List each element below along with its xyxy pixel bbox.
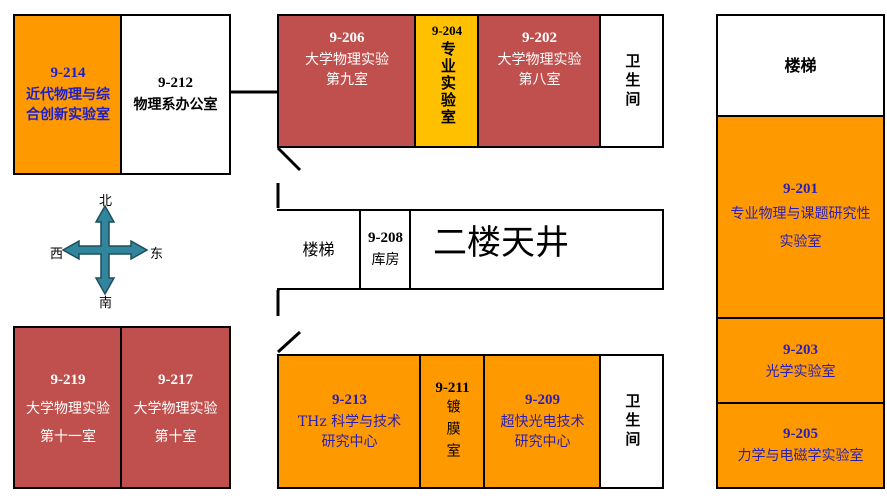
room-9-211: 9-211 镀膜室 bbox=[419, 354, 486, 489]
room-name: 大学物理实验 bbox=[497, 51, 582, 68]
door-swing bbox=[276, 330, 302, 354]
room-name: 二楼天井 bbox=[433, 223, 569, 263]
room-9-206: 9-206 大学物理实验 第九室 bbox=[277, 14, 417, 148]
compass-west: 西 bbox=[50, 247, 64, 262]
room-name: 第十一室 bbox=[40, 428, 96, 445]
room-name: 第九室 bbox=[326, 72, 368, 89]
room-name: 专业实验室 bbox=[438, 40, 457, 126]
compass-north: 北 bbox=[99, 194, 113, 209]
room-name: 研究中心 bbox=[321, 434, 378, 451]
room-name: 大学物理实验 bbox=[305, 51, 389, 68]
stairs-middle: 楼梯 bbox=[277, 209, 362, 290]
room-number: 9-217 bbox=[158, 371, 193, 388]
room-9-212: 9-212 物理系办公室 bbox=[120, 14, 231, 175]
room-name: THz 科学与技术 bbox=[297, 414, 402, 431]
room-number: 9-203 bbox=[783, 341, 818, 358]
room-name: 楼梯 bbox=[302, 239, 335, 259]
room-9-213: 9-213 THz 科学与技术 研究中心 bbox=[277, 354, 422, 489]
restroom-bottom: 卫生间 bbox=[599, 354, 664, 489]
room-name: 物理系办公室 bbox=[133, 97, 218, 114]
room-name: 研究中心 bbox=[514, 434, 571, 451]
room-9-202: 9-202 大学物理实验 第八室 bbox=[477, 14, 602, 148]
room-9-208: 9-208 库房 bbox=[359, 209, 412, 290]
door-swing bbox=[276, 146, 302, 172]
room-number: 9-212 bbox=[158, 75, 193, 92]
room-number: 9-211 bbox=[435, 379, 470, 396]
room-9-209: 9-209 超快光电技术 研究中心 bbox=[483, 354, 602, 489]
room-number: 9-209 bbox=[525, 392, 560, 409]
room-9-205: 9-205 力学与电磁学实验室 bbox=[716, 402, 885, 489]
room-number: 9-202 bbox=[522, 30, 557, 46]
compass-south: 南 bbox=[99, 296, 113, 311]
room-9-201: 9-201 专业物理与课题研究性 实验室 bbox=[716, 115, 885, 320]
room-name: 光学实验室 bbox=[765, 363, 836, 380]
room-name: 大学物理实验 bbox=[26, 400, 110, 417]
room-name: 力学与电磁学实验室 bbox=[737, 448, 864, 465]
room-number: 9-213 bbox=[332, 392, 367, 409]
room-name: 库房 bbox=[371, 252, 400, 269]
room-name: 近代物理与综合创新实验室 bbox=[26, 87, 110, 124]
room-name: 楼梯 bbox=[784, 56, 817, 75]
room-name: 卫生间 bbox=[623, 393, 642, 450]
room-number: 9-205 bbox=[783, 426, 818, 443]
room-9-204: 9-204 专业实验室 bbox=[414, 14, 480, 148]
room-number: 9-214 bbox=[50, 65, 86, 82]
restroom-top: 卫生间 bbox=[599, 14, 664, 148]
atrium: 二楼天井 bbox=[409, 209, 664, 290]
room-9-217: 9-217 大学物理实验 第十室 bbox=[120, 326, 231, 489]
room-name: 镀膜室 bbox=[444, 399, 461, 466]
room-number: 9-204 bbox=[431, 23, 463, 38]
room-9-214: 9-214 近代物理与综合创新实验室 bbox=[13, 14, 123, 175]
room-name: 卫生间 bbox=[623, 52, 642, 110]
room-number: 9-201 bbox=[783, 180, 818, 197]
room-9-219: 9-219 大学物理实验 第十一室 bbox=[13, 326, 123, 489]
room-name: 实验室 bbox=[779, 234, 822, 251]
room-name: 专业物理与课题研究性 bbox=[730, 206, 871, 223]
room-number: 9-208 bbox=[368, 230, 403, 247]
room-name: 超快光电技术 bbox=[500, 414, 585, 431]
room-name: 第八室 bbox=[518, 72, 561, 89]
room-number: 9-206 bbox=[329, 30, 365, 46]
compass-east: 东 bbox=[150, 247, 164, 262]
room-number: 9-219 bbox=[50, 371, 86, 388]
stairs-east: 楼梯 bbox=[716, 14, 885, 118]
room-name: 第十室 bbox=[154, 428, 197, 445]
room-9-203: 9-203 光学实验室 bbox=[716, 317, 885, 405]
compass-arrows-icon bbox=[61, 204, 149, 296]
room-name: 大学物理实验 bbox=[133, 400, 218, 417]
